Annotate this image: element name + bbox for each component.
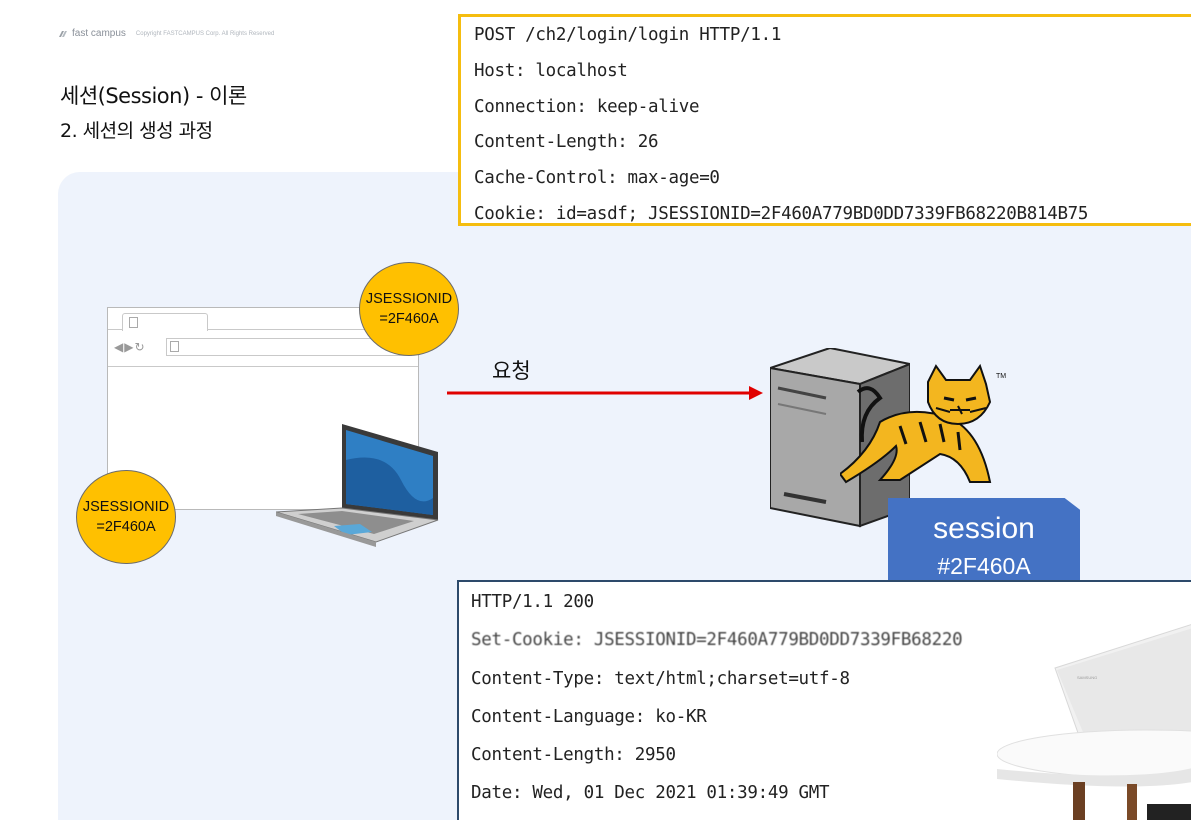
request-line-1: POST /ch2/login/login HTTP/1.1 xyxy=(474,25,782,45)
jsessionid-badge-client: JSESSIONID =2F460A xyxy=(76,470,176,564)
laptop-icon xyxy=(276,424,439,547)
photo-laptop-table: SAMSUNG xyxy=(997,624,1191,820)
request-line-5: Cache-Control: max-age=0 xyxy=(474,168,720,189)
response-line-1: HTTP/1.1 200 xyxy=(471,592,594,612)
svg-text:TM: TM xyxy=(996,373,1006,380)
badge-line1: JSESSIONID xyxy=(82,499,170,515)
slide-title: 세션(Session) - 이론 xyxy=(60,84,247,108)
back-icon: ◀ xyxy=(114,340,125,354)
badge-line2: =2F460A xyxy=(96,519,156,535)
brand-logo-text: fast campus xyxy=(72,28,126,39)
request-line-2: Host: localhost xyxy=(474,60,628,81)
svg-text:SAMSUNG: SAMSUNG xyxy=(1077,675,1097,680)
request-line-3: Connection: keep-alive xyxy=(474,96,700,117)
request-line-6: Cookie: id=asdf; JSESSIONID=2F460A779BD0… xyxy=(474,203,1089,224)
session-id: #2F460A xyxy=(937,553,1031,579)
jsessionid-badge-browser: JSESSIONID =2F460A xyxy=(359,262,459,356)
forward-icon: ▶ xyxy=(124,340,135,354)
fastcampus-logo-icon xyxy=(59,30,67,37)
session-card: session #2F460A xyxy=(888,498,1080,582)
response-headers-box: HTTP/1.1 200 Set-Cookie: JSESSIONID=2F46… xyxy=(457,580,1191,820)
session-title: session xyxy=(933,512,1035,545)
reload-icon: ↻ xyxy=(134,340,146,354)
badge-line2: =2F460A xyxy=(379,311,439,327)
slide-subtitle: 2. 세션의 생성 과정 xyxy=(60,120,213,142)
response-line-3: Content-Type: text/html;charset=utf-8 xyxy=(471,668,850,689)
browser-nav-icons: ◀▶↻ xyxy=(114,340,146,354)
response-line-4: Content-Language: ko-KR xyxy=(471,706,707,727)
brand: fast campus Copyright FASTCAMPUS Corp. A… xyxy=(58,28,274,39)
badge-line1: JSESSIONID xyxy=(365,291,453,307)
request-arrow xyxy=(447,386,763,400)
response-line-2: Set-Cookie: JSESSIONID=2F460A779BD0DD733… xyxy=(471,630,963,651)
request-label: 요청 xyxy=(492,359,531,383)
request-headers-box: POST /ch2/login/login HTTP/1.1 Host: loc… xyxy=(458,14,1191,226)
brand-copyright: Copyright FASTCAMPUS Corp. All Rights Re… xyxy=(135,30,275,37)
url-field xyxy=(166,338,412,356)
document-icon xyxy=(129,317,138,328)
browser-tabbar xyxy=(108,308,418,331)
document-icon xyxy=(170,341,179,352)
response-line-5: Content-Length: 2950 xyxy=(471,745,676,766)
request-line-4: Content-Length: 26 xyxy=(474,132,659,153)
tomcat-icon: TM xyxy=(840,363,1006,484)
browser-toolbar: ◀▶↻ xyxy=(108,331,418,367)
response-line-6: Date: Wed, 01 Dec 2021 01:39:49 GMT xyxy=(471,783,830,804)
browser-tab xyxy=(122,313,208,331)
